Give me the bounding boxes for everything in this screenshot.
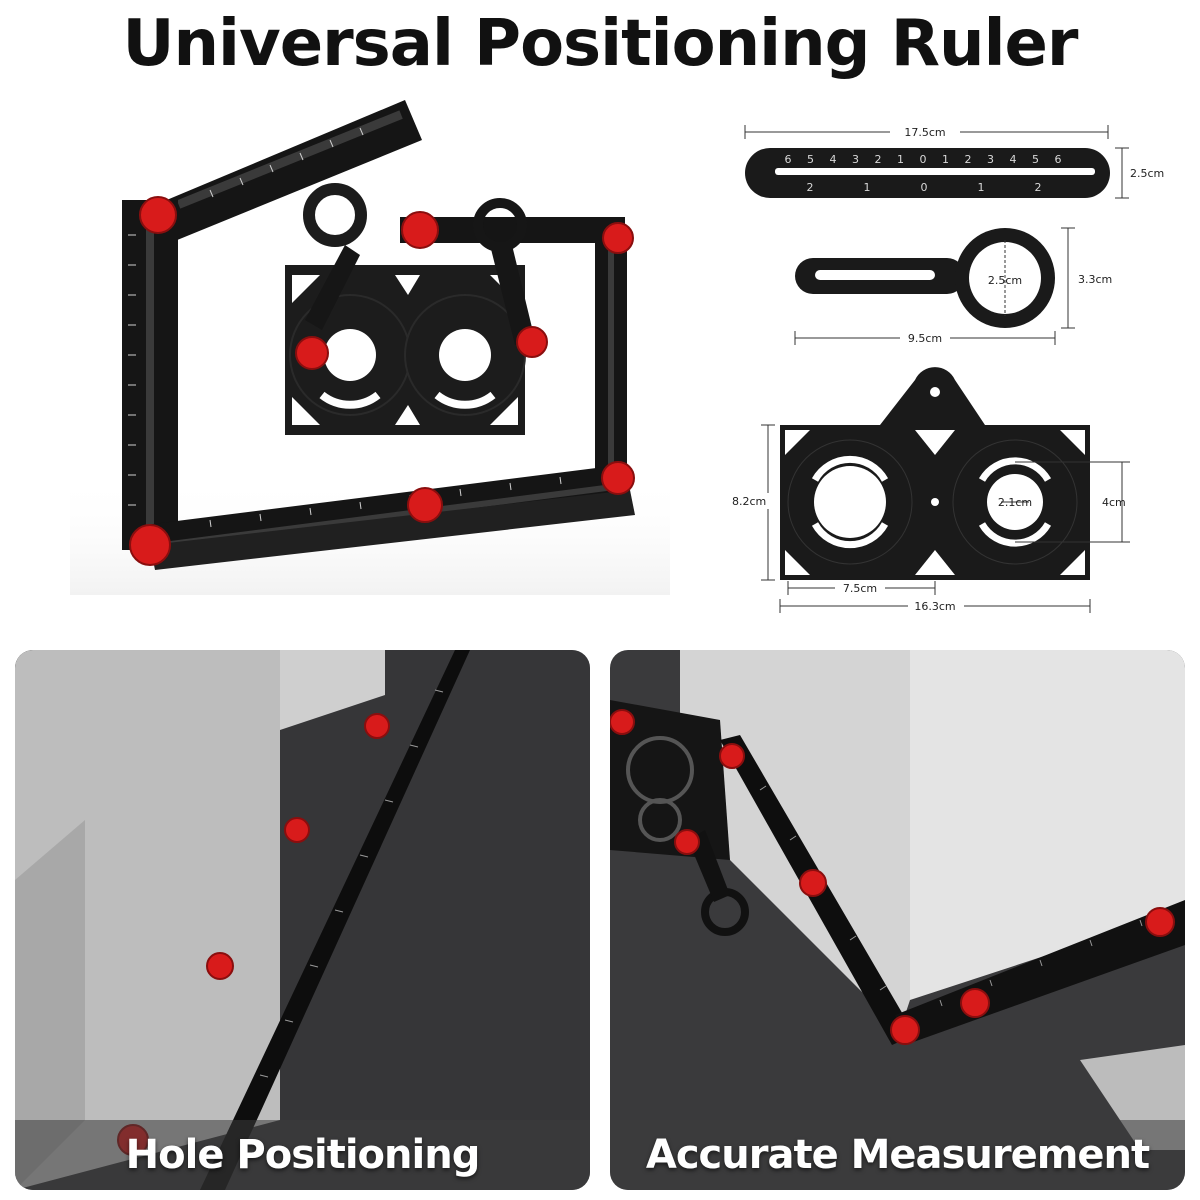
ruler-floor-left	[200, 650, 470, 1190]
caption-bar	[610, 1120, 1185, 1190]
ruler-scale-number: 1	[942, 153, 949, 166]
ruler-scale-number: 2	[1035, 181, 1042, 194]
ruler-scale-number: 3	[852, 153, 859, 166]
red-knob	[129, 524, 171, 566]
red-knob	[960, 988, 990, 1018]
red-knob	[799, 869, 827, 897]
red-knob	[602, 222, 634, 254]
ruler-scale-number: 5	[1032, 153, 1039, 166]
red-knob	[719, 743, 745, 769]
wrench-length-label: 9.5cm	[908, 332, 942, 345]
red-knob	[401, 211, 439, 249]
red-knob	[407, 487, 443, 523]
red-knob	[890, 1015, 920, 1045]
plate-dimension: 8.2cm 2.1cm 4cm 7.5cm 16.3cm	[730, 367, 1130, 614]
hole-positioning-caption: Hole Positioning	[125, 1132, 481, 1178]
page-title: Universal Positioning Ruler	[122, 7, 1079, 81]
ruler-scale-number: 4	[1010, 153, 1017, 166]
ruler-scale-number: 6	[1055, 153, 1062, 166]
plate-width-label: 16.3cm	[914, 600, 955, 613]
ruler-scale-number: 5	[807, 153, 814, 166]
ruler-scale-number: 2	[965, 153, 972, 166]
red-knob	[364, 713, 390, 739]
red-knob	[601, 461, 635, 495]
plate-hole-label: 2.1cm	[998, 496, 1032, 509]
red-knob	[206, 952, 234, 980]
plate-spacing-label: 7.5cm	[843, 582, 877, 595]
caption-bar	[15, 1120, 590, 1190]
ruler-scale-number: 0	[920, 153, 927, 166]
ruler-length-label: 17.5cm	[904, 126, 945, 139]
ruler-scale-number: 6	[785, 153, 792, 166]
plate-height-label: 8.2cm	[732, 495, 766, 508]
ruler-scale-number: 2	[807, 181, 814, 194]
red-knob	[610, 709, 635, 735]
wrench-outer-label: 3.3cm	[1078, 273, 1112, 286]
red-knob	[516, 326, 548, 358]
wrench-dimension: 2.5cm 3.3cm 9.5cm	[794, 227, 1112, 346]
ruler-scale-number: 1	[978, 181, 985, 194]
red-knob	[295, 336, 329, 370]
ruler-width-label: 2.5cm	[1130, 167, 1164, 180]
red-knob	[674, 829, 700, 855]
ruler-scale-number: 3	[987, 153, 994, 166]
accurate-measurement-panel: Accurate Measurement	[610, 650, 1185, 1190]
dimension-drawings: 17.5cm 6 5 4 3 2 1 0 1 2 3 4 5 6 2 1 0 1 2 2.5cm 2.5cm 3…	[730, 124, 1164, 614]
ruler-scale-number: 1	[864, 181, 871, 194]
ruler-arm-angled	[150, 100, 422, 245]
ruler-scale-number: 0	[921, 181, 928, 194]
red-knob	[139, 196, 177, 234]
wrench-inner-label: 2.5cm	[988, 274, 1022, 287]
hole-template-plate	[610, 700, 730, 860]
plate-hole-outer-label: 4cm	[1102, 496, 1126, 509]
red-knob	[1145, 907, 1175, 937]
hole-positioning-panel: Hole Positioning	[15, 650, 590, 1190]
hole-positioning-scene	[15, 650, 590, 1190]
product-hero-image	[70, 100, 670, 595]
accurate-measurement-caption: Accurate Measurement	[645, 1132, 1150, 1178]
accurate-measurement-scene	[610, 650, 1185, 1190]
ruler-scale-number: 4	[830, 153, 837, 166]
red-knob	[284, 817, 310, 843]
ruler-dimension: 17.5cm 6 5 4 3 2 1 0 1 2 3 4 5 6 2 1 0 1 2 2.5cm	[744, 124, 1164, 199]
ruler-scale-number: 1	[897, 153, 904, 166]
wall-corner	[910, 650, 1185, 1000]
ruler-scale-number: 2	[875, 153, 882, 166]
wrench-piece	[305, 198, 535, 345]
